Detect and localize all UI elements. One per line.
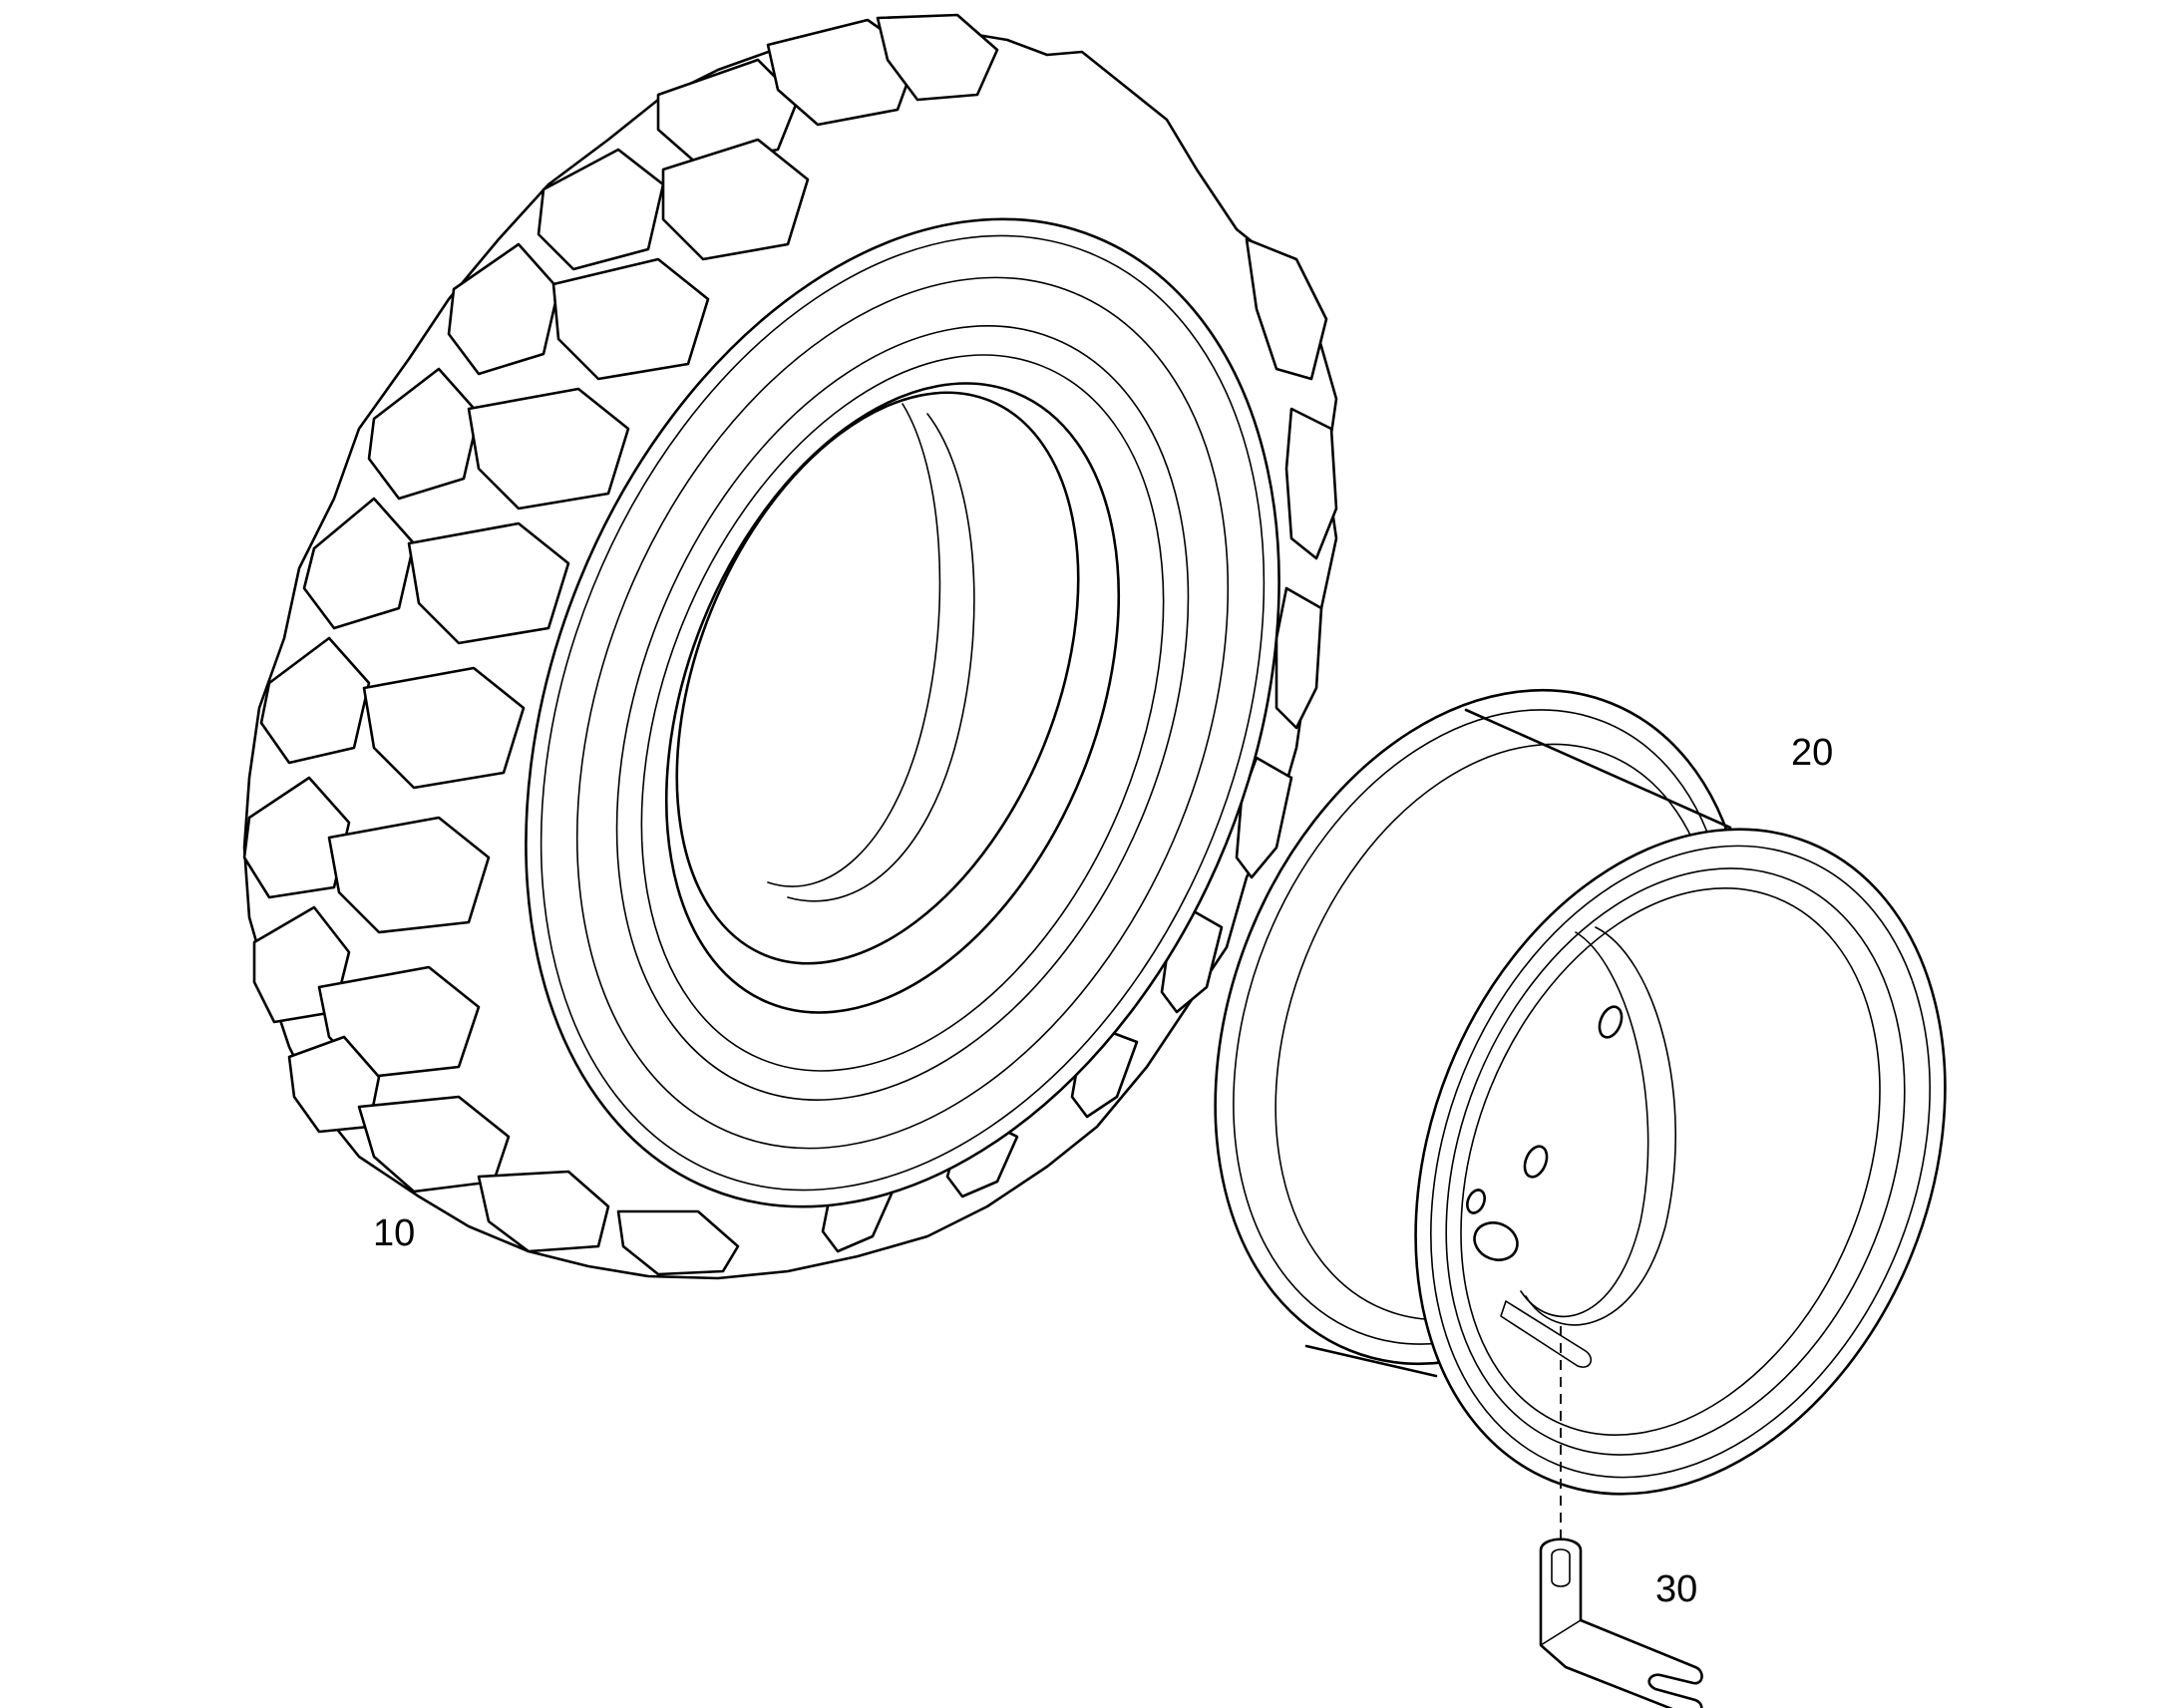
tire-bead xyxy=(664,382,1121,1014)
tread-lug xyxy=(616,1209,740,1276)
tire-sidewall-ring xyxy=(615,325,1190,1101)
rim-valve-hole xyxy=(1473,1221,1519,1261)
rim-bolt-hole xyxy=(1466,1189,1486,1214)
tread-lug xyxy=(467,387,630,511)
tread-lug xyxy=(1284,407,1338,560)
tread-lug xyxy=(766,18,919,127)
tread-lug xyxy=(362,666,526,790)
tire-inner-wall xyxy=(787,413,975,902)
tread-lug xyxy=(551,257,710,381)
tire-sidewall-ring xyxy=(540,234,1266,1192)
tread-lug xyxy=(327,816,491,934)
tread-lug xyxy=(537,148,665,271)
tread-lug xyxy=(407,521,570,645)
tread-lug xyxy=(661,138,810,261)
tire-sidewall-ring xyxy=(575,276,1230,1150)
rim-barrel-side xyxy=(1464,708,1732,830)
tread-lug xyxy=(259,636,371,765)
tread-lug xyxy=(302,497,416,630)
rim-bolt-hole xyxy=(1598,1005,1624,1039)
rim-front-flange-ring xyxy=(1430,845,1931,1479)
tread-lug xyxy=(477,1170,610,1253)
tread-lug xyxy=(876,13,999,102)
bracket-slot xyxy=(1551,1548,1571,1587)
rim-center-disc xyxy=(1520,931,1649,1318)
tire-inner-opening xyxy=(675,391,1080,965)
tread-lug xyxy=(656,58,800,167)
bracket-plate xyxy=(1539,1537,1703,1708)
tire-inner-wall xyxy=(767,403,941,887)
rim-front-flange-ring xyxy=(1445,867,1906,1456)
callout-10-label: 10 xyxy=(373,1212,416,1254)
rim-barrel-side xyxy=(1304,1344,1438,1378)
rim-front-flange-ring xyxy=(1460,887,1881,1436)
callout-30-label: 30 xyxy=(1655,1568,1698,1610)
bracket-bend xyxy=(1540,1619,1582,1646)
rim-center-disc xyxy=(1525,926,1676,1326)
tread-lug xyxy=(317,965,481,1079)
rim-bolt-hole xyxy=(1523,1145,1549,1179)
tread-lug xyxy=(1245,237,1328,381)
callout-20-label: 20 xyxy=(1791,732,1834,774)
tire-sidewall-ring xyxy=(640,354,1165,1072)
rim-valve-slot xyxy=(1500,1300,1593,1368)
tire-drawing xyxy=(242,13,1338,1280)
tread-lug xyxy=(1274,586,1323,730)
tread-lug xyxy=(367,367,481,501)
tread-lug xyxy=(242,776,351,899)
valve-bracket-drawing xyxy=(1539,1537,1703,1708)
wheel-rim-drawing xyxy=(1214,688,1947,1496)
tread-lug xyxy=(447,242,560,376)
